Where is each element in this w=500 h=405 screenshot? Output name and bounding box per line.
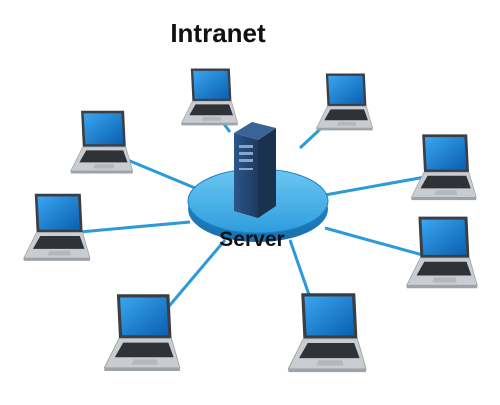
laptop-icon (315, 73, 374, 131)
laptop-icon (406, 216, 478, 289)
server-bay (239, 159, 253, 162)
server-top (234, 122, 276, 140)
laptop-icon (287, 293, 367, 373)
server-bay (239, 168, 253, 170)
diagram-title: Intranet (170, 18, 266, 48)
laptops (23, 68, 478, 373)
server-side (258, 128, 276, 218)
laptop-icon (180, 68, 239, 126)
laptop-icon (23, 193, 91, 261)
laptop-icon (410, 134, 477, 201)
server-bay (239, 152, 253, 155)
network-links (54, 101, 443, 342)
laptop-icon (70, 110, 134, 174)
server-label: Server (219, 228, 284, 251)
server-icon (234, 122, 276, 218)
laptop-icon (103, 294, 181, 371)
server-bay (239, 145, 253, 148)
